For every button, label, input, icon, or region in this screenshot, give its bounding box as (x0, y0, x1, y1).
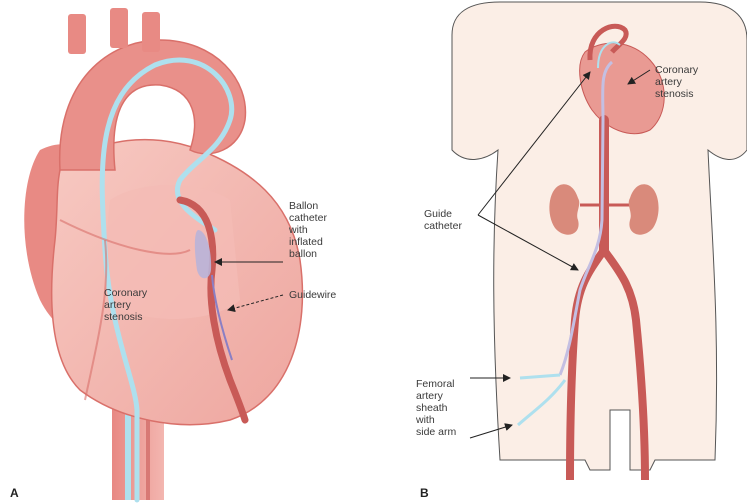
aortic-branch-1 (68, 14, 86, 54)
panel-b-body-illustration (452, 2, 747, 480)
panel-letter-a: A (10, 486, 19, 500)
label-femoral-sheath: Femoral artery sheath with side arm (416, 378, 456, 438)
aortic-branch-3 (142, 12, 160, 52)
aortic-branch-2 (110, 8, 128, 48)
label-balloon-catheter: Ballon catheter with inflated ballon (289, 200, 327, 260)
label-guide-catheter: Guide catheter (424, 208, 462, 232)
label-coronary-stenosis-a: Coronary artery stenosis (104, 287, 147, 323)
panel-letter-b: B (420, 486, 429, 500)
panel-a-heart-illustration (24, 8, 302, 500)
label-coronary-stenosis-b: Coronary artery stenosis (655, 64, 698, 100)
label-guidewire: Guidewire (289, 289, 336, 301)
